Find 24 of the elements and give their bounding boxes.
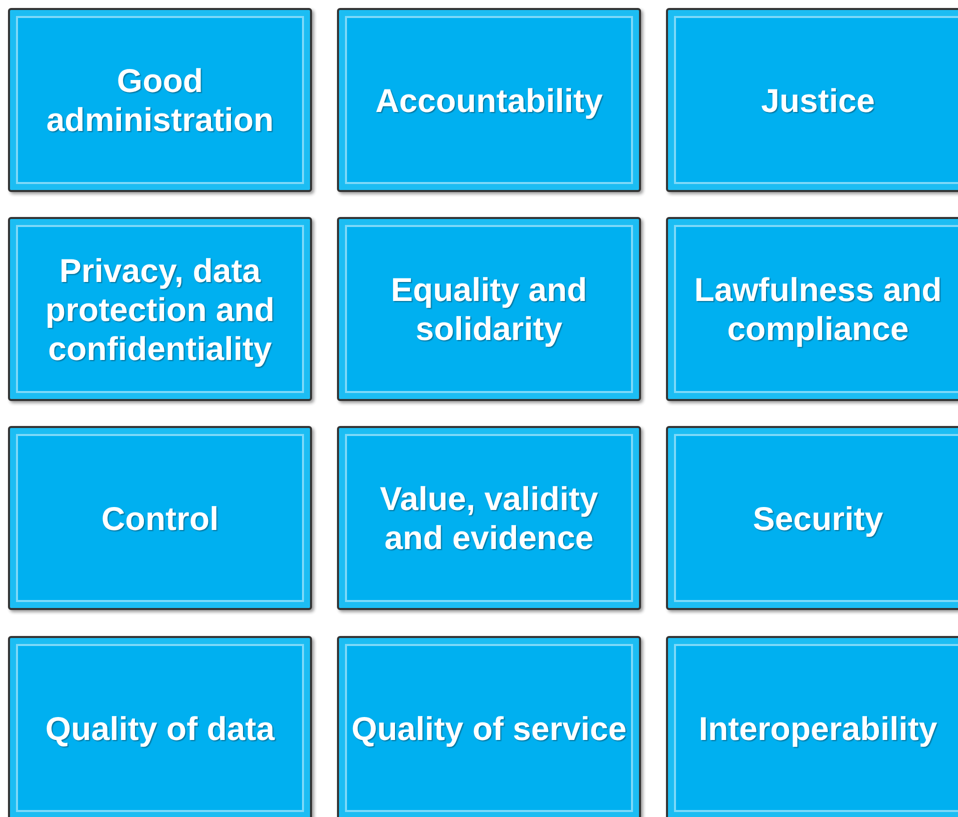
tile-label: Privacy, data protection and confidentiality <box>44 250 276 368</box>
principle-tile <box>337 636 641 817</box>
tile-label: Interoperability <box>698 708 938 748</box>
principle-tile <box>337 217 641 401</box>
principle-tile <box>337 8 641 192</box>
principle-tile <box>666 8 958 192</box>
principle-tile <box>8 636 312 817</box>
principle-tile <box>8 426 312 610</box>
tile-label: Value, validity and evidence <box>378 479 600 557</box>
tile-label: Lawfulness and compliance <box>693 270 943 348</box>
tile-label: Quality of data <box>44 708 276 748</box>
tile-label: Quality of service <box>350 708 628 748</box>
principle-tile <box>666 636 958 817</box>
principle-tile <box>8 8 312 192</box>
tile-label: Equality and solidarity <box>390 270 588 348</box>
principle-tile <box>8 217 312 401</box>
principle-tile <box>666 217 958 401</box>
tile-label: Accountability <box>374 80 604 120</box>
principle-tile <box>337 426 641 610</box>
tile-label: Control <box>100 498 220 538</box>
tile-label: Good administration <box>45 61 275 139</box>
tile-label: Justice <box>760 80 876 120</box>
tile-label: Security <box>752 498 884 538</box>
principle-tile <box>666 426 958 610</box>
